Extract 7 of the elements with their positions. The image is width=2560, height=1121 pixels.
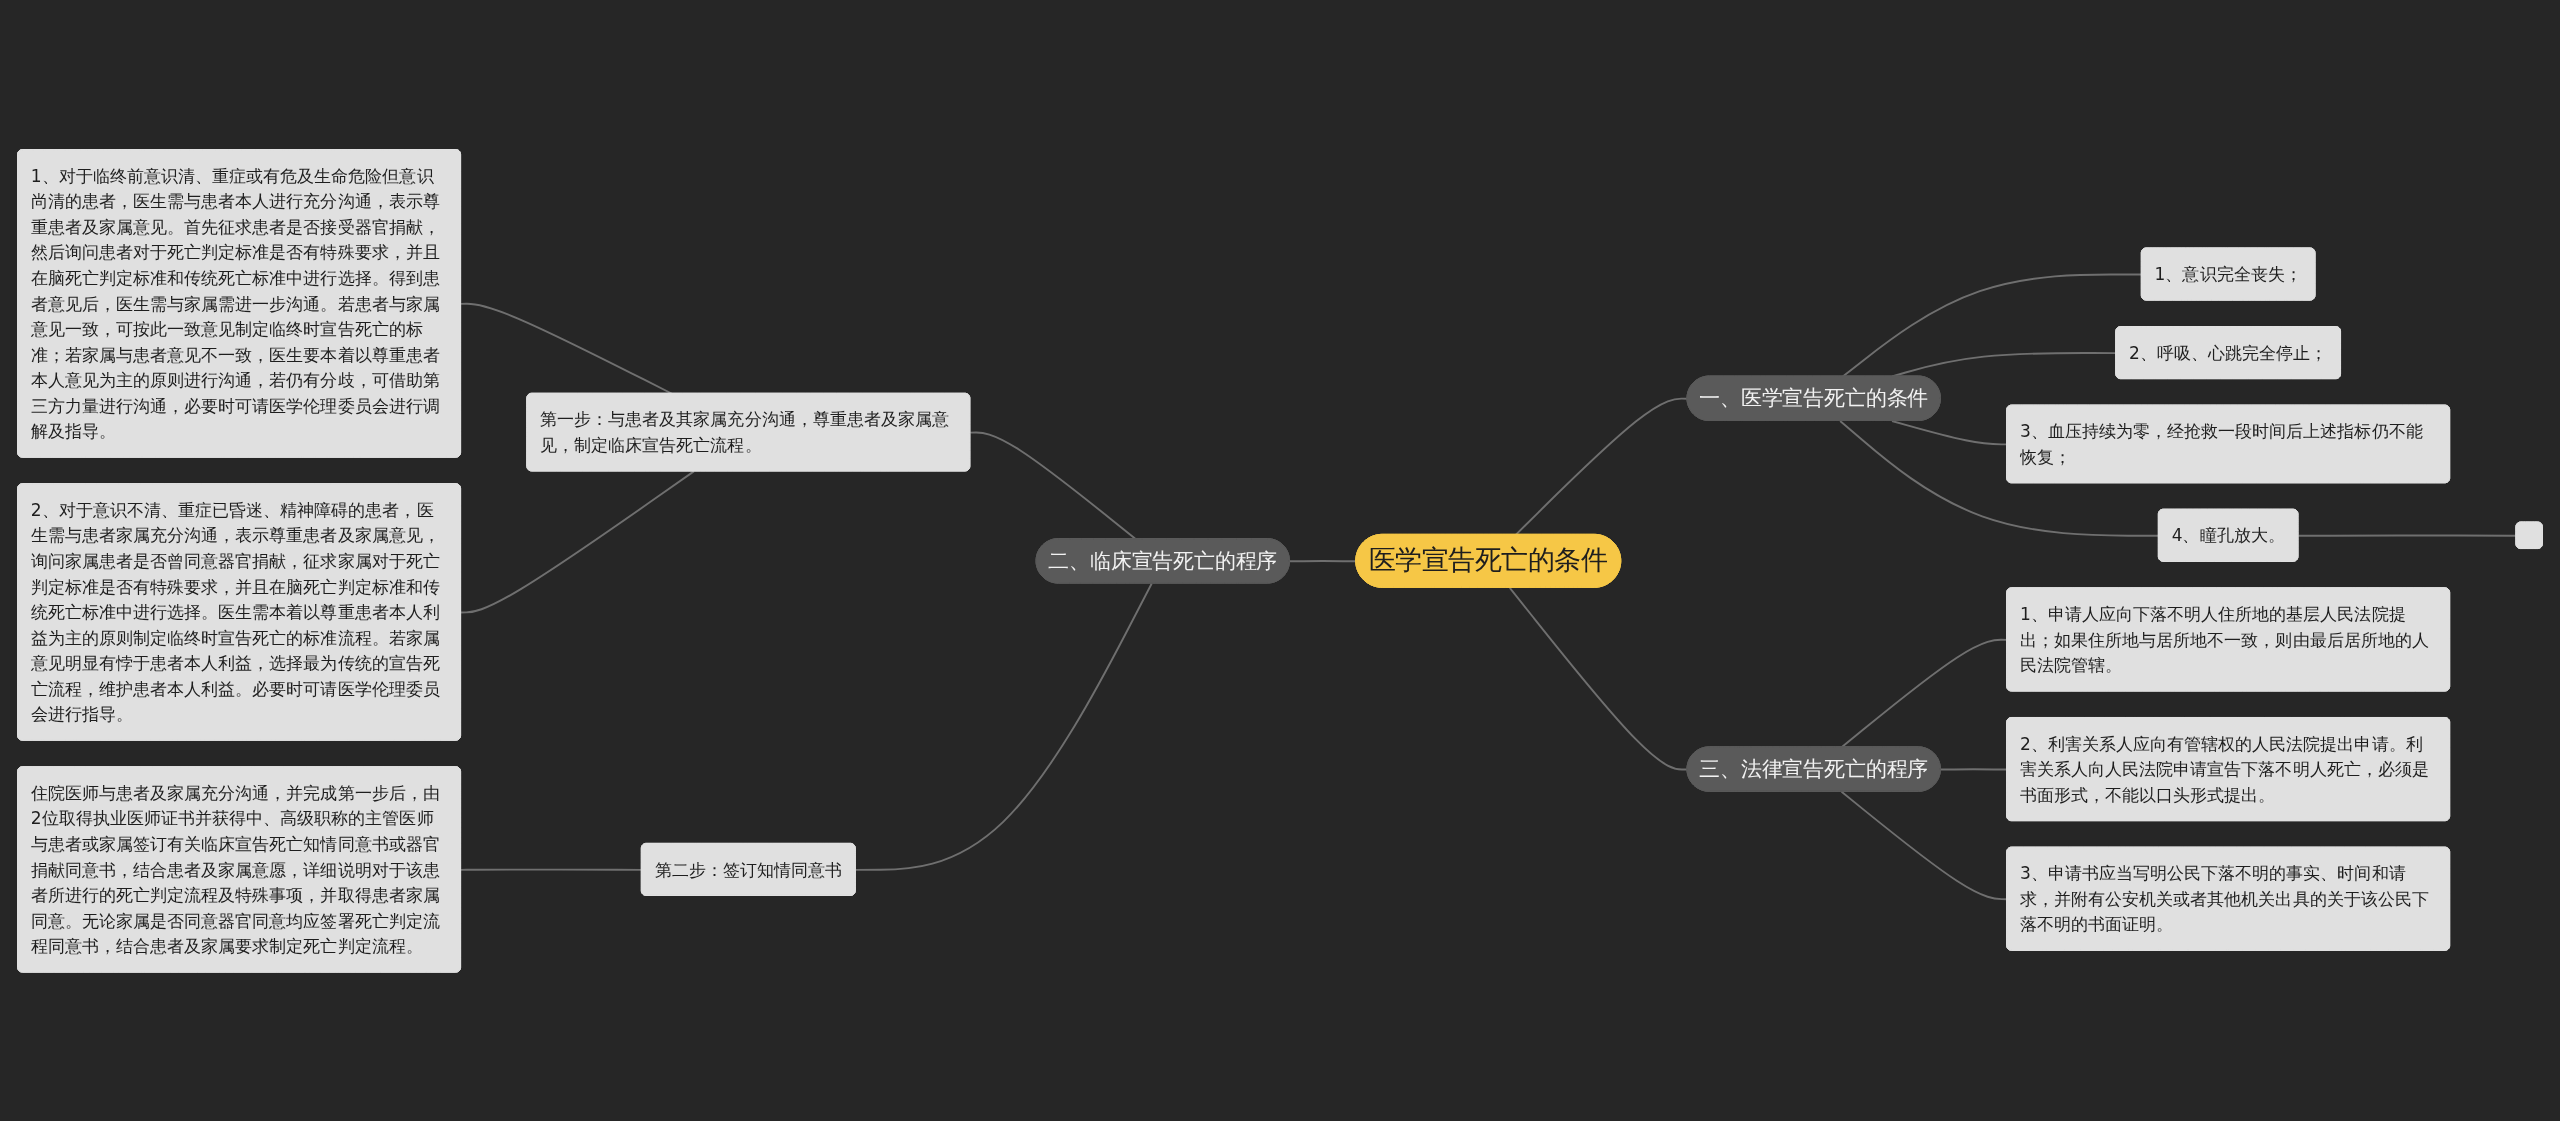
connector (1839, 419, 2160, 537)
connector (460, 470, 695, 614)
connector (1514, 397, 1689, 536)
connector (460, 868, 643, 871)
connector (969, 431, 1137, 540)
connector (1508, 586, 1689, 771)
connector (854, 582, 1153, 871)
